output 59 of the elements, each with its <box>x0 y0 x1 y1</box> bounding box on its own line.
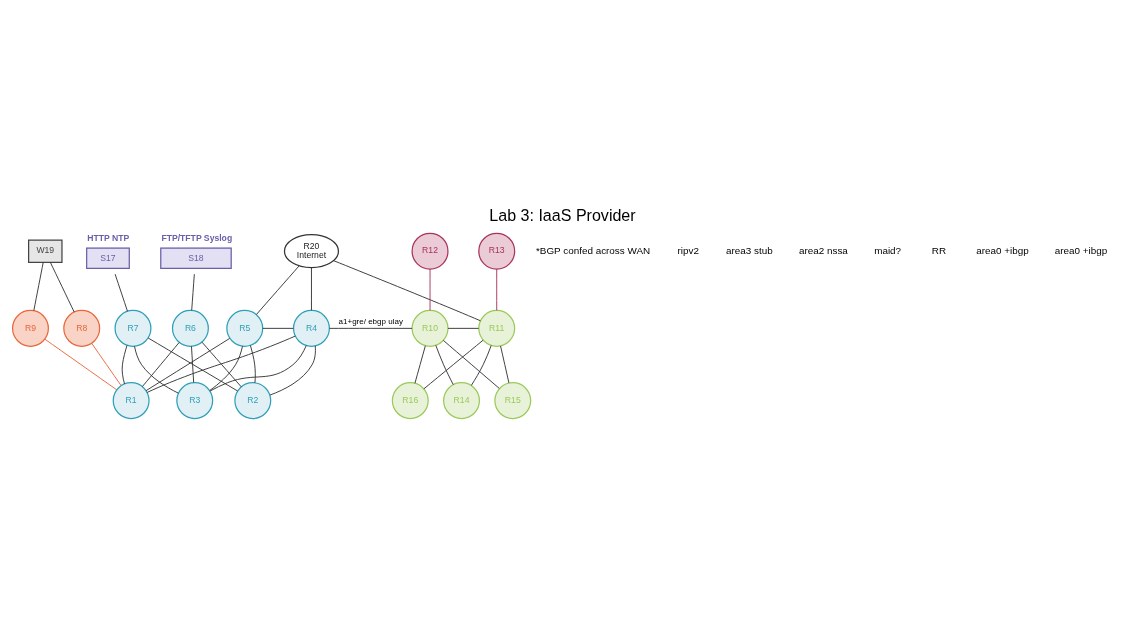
connector <box>269 345 316 396</box>
connector <box>209 345 243 391</box>
label: area0 +ibgp <box>976 244 1029 256</box>
node-circle: R5 <box>226 309 264 347</box>
node-circle: R6 <box>171 309 209 347</box>
connector <box>255 265 300 315</box>
node-circle: R9 <box>11 309 49 347</box>
connector <box>414 345 426 384</box>
label: area0 +ibgp <box>1054 244 1108 256</box>
node-circle: R7 <box>114 309 152 347</box>
connector <box>311 267 312 311</box>
connector <box>201 341 242 388</box>
node-circle: R10 <box>411 309 449 347</box>
connector <box>262 327 294 329</box>
node-box: W19 <box>28 239 63 263</box>
node-circle: R1 <box>112 382 150 420</box>
connector <box>470 345 492 386</box>
connector <box>49 261 75 313</box>
node-label: HTTP NTP <box>87 232 130 243</box>
connector <box>329 327 413 329</box>
connector <box>134 345 179 394</box>
connector <box>429 268 431 311</box>
diagram-title: Lab 3: IaaS Provider <box>489 205 636 224</box>
connector <box>121 344 128 385</box>
connector <box>442 339 500 389</box>
node-circle: R15 <box>494 382 532 420</box>
node-label: FTP/TFTP Syslog <box>161 232 233 243</box>
label: *BGP confed across WAN <box>535 244 651 256</box>
connector <box>146 335 296 393</box>
node-circle: R11 <box>478 309 516 347</box>
node-circle: R16 <box>391 382 429 420</box>
connector <box>447 327 480 329</box>
connector <box>141 342 180 387</box>
label: area2 nssa <box>798 244 848 256</box>
connector <box>209 345 307 392</box>
node-circle: R3 <box>176 382 214 420</box>
label: RR <box>931 244 947 256</box>
node-circle: R8 <box>63 309 101 347</box>
connector <box>249 344 256 384</box>
connector <box>44 338 118 391</box>
connector <box>496 268 498 311</box>
label: area3 stub <box>725 244 773 256</box>
connector <box>333 260 481 322</box>
label: ripv2 <box>677 244 699 256</box>
node-circle: R12 <box>411 232 449 270</box>
connector <box>91 342 122 387</box>
node-circle: R13 <box>478 232 516 270</box>
connector <box>191 345 195 384</box>
node-circle: R14 <box>443 382 481 420</box>
node-circle: R2 <box>234 382 272 420</box>
connector <box>500 345 510 384</box>
connector <box>33 261 44 312</box>
connector <box>114 273 128 312</box>
connector <box>435 344 454 386</box>
node-circle: R4 <box>292 309 330 347</box>
label: maid? <box>874 244 902 256</box>
node-ellipse: R20 Internet <box>283 234 340 269</box>
connector <box>191 273 195 311</box>
connector <box>423 339 484 390</box>
